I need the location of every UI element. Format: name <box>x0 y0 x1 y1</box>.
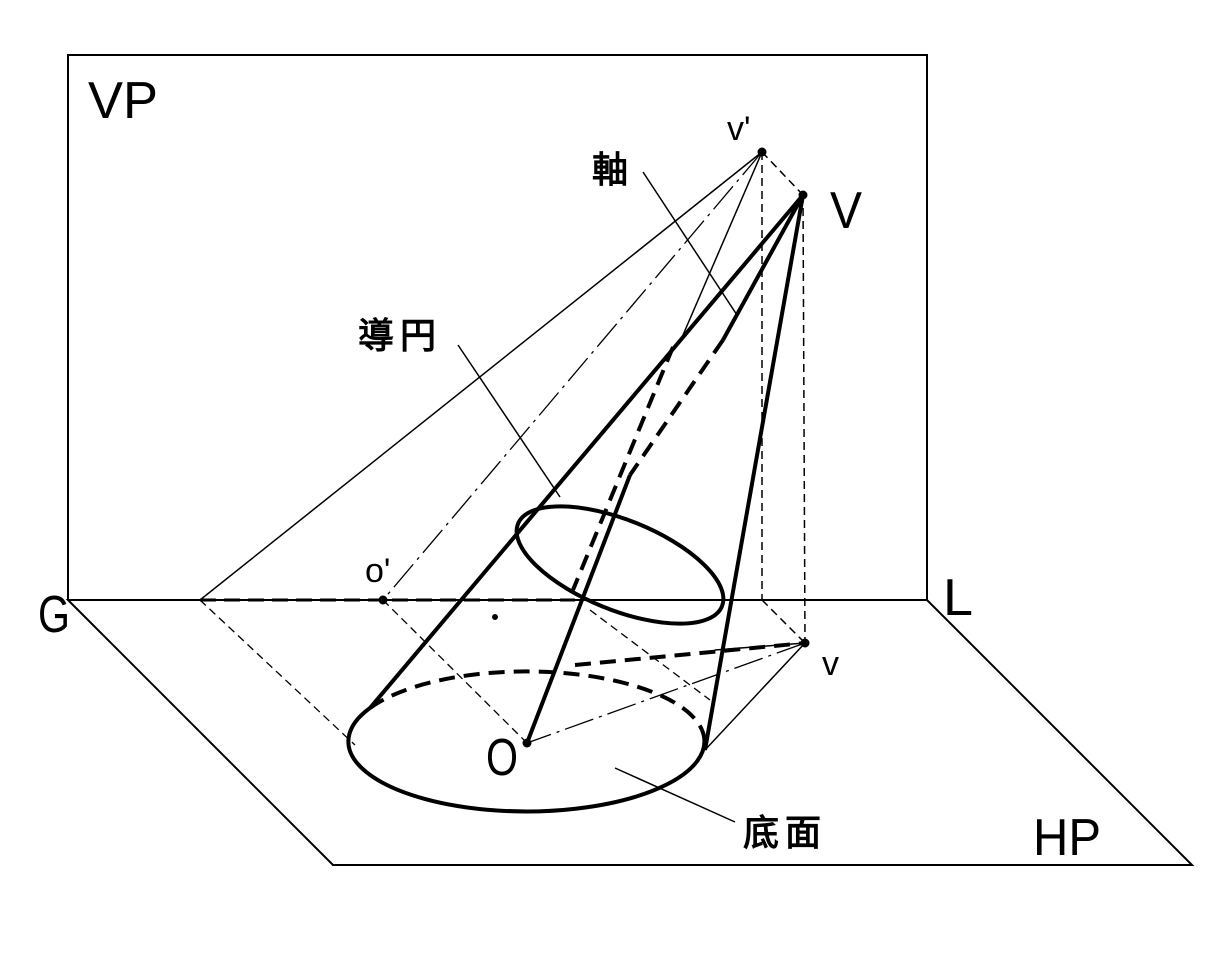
projector-line <box>802 194 806 644</box>
projector-line <box>704 642 806 751</box>
projector-line <box>761 599 806 644</box>
base-leader <box>614 767 736 823</box>
projector-line <box>199 599 356 746</box>
center-label: O <box>486 729 518 787</box>
projector-line <box>526 642 806 744</box>
l-label: L <box>943 569 973 627</box>
guide-circle-leader <box>457 344 561 498</box>
apex-label: V <box>830 182 862 240</box>
cone-generator-left <box>368 193 805 710</box>
projector-line <box>199 151 763 601</box>
center-front-label: o' <box>365 552 390 590</box>
cone-generator-right <box>703 194 805 751</box>
projector-line <box>682 151 763 336</box>
point-marker <box>492 614 498 620</box>
cone-axis <box>525 474 632 744</box>
vertical-plane <box>67 54 928 600</box>
hidden-generator <box>574 641 806 667</box>
cone-axis <box>721 194 805 341</box>
projector-line <box>589 609 711 701</box>
center-front-point <box>378 595 388 605</box>
projector-line <box>382 599 528 744</box>
guide-circle <box>514 504 726 626</box>
apex-point <box>798 190 808 200</box>
g-label: G <box>38 586 70 644</box>
axis-label: 軸 <box>592 150 628 191</box>
guide-circle-label: 導円 <box>358 316 442 357</box>
hp-label: HP <box>1033 809 1101 867</box>
cone-axis-hidden <box>628 338 725 477</box>
projector-line <box>382 151 763 601</box>
apex-front-label: v' <box>727 110 751 148</box>
projector-line <box>761 151 804 196</box>
center-point <box>522 738 532 748</box>
axis-leader <box>642 171 738 316</box>
base-label: 底面 <box>743 813 827 854</box>
horizontal-plane <box>65 599 1195 866</box>
apex-front-point <box>757 147 767 157</box>
apex-top-point <box>800 638 810 648</box>
vp-label: VP <box>88 72 158 130</box>
base-ellipse-visible <box>346 706 707 814</box>
hidden-generator <box>571 346 675 591</box>
apex-top-label: v <box>822 645 839 683</box>
